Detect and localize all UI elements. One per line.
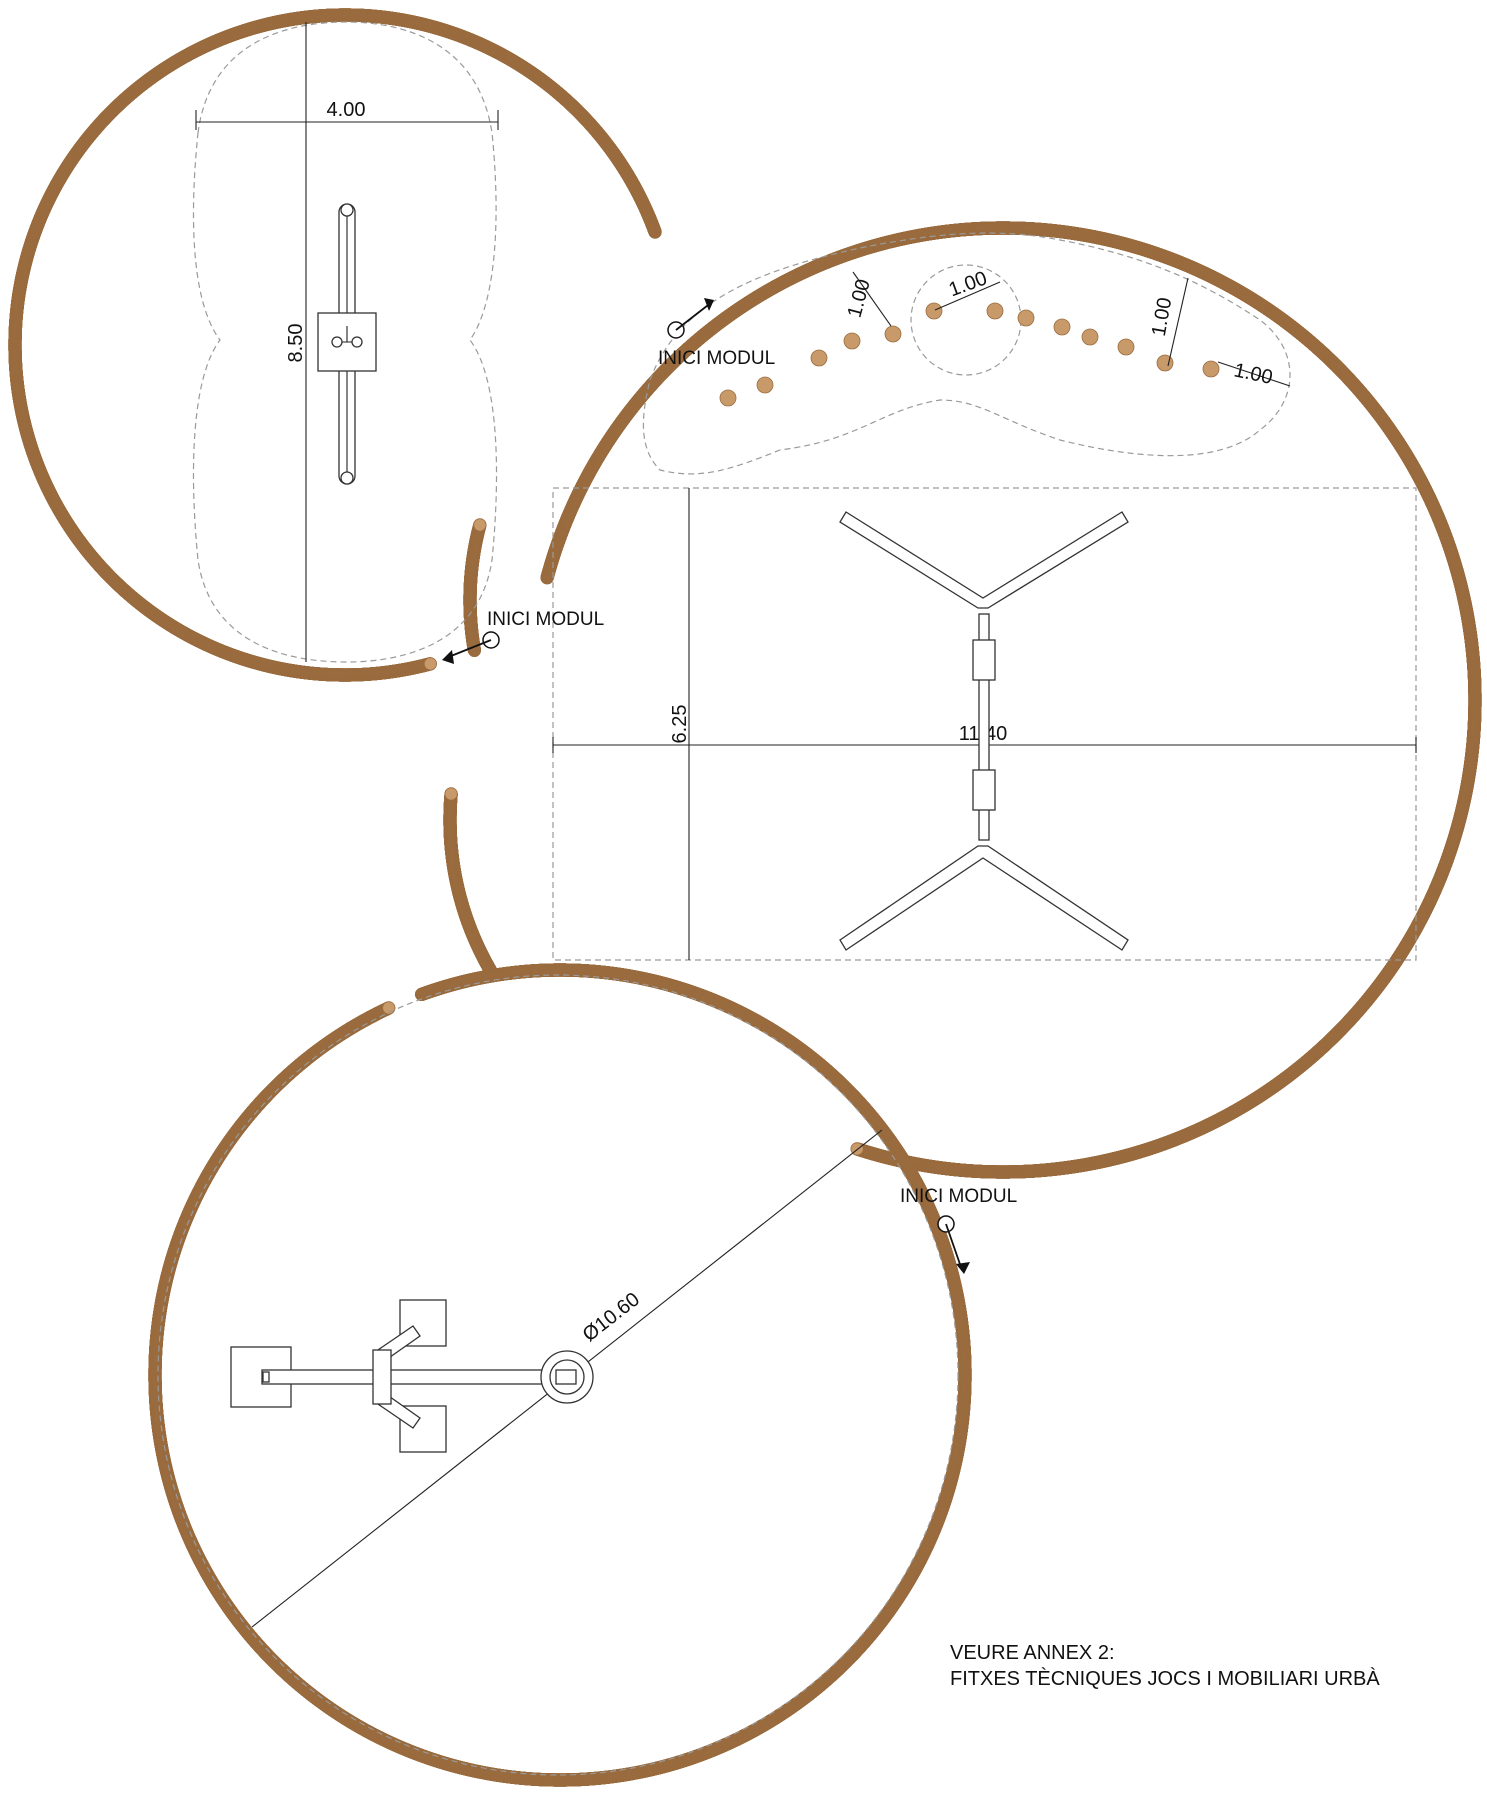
playground-plan: 4.00 8.50 1.00 1.00 1.00 1.00 (0, 0, 1487, 1793)
